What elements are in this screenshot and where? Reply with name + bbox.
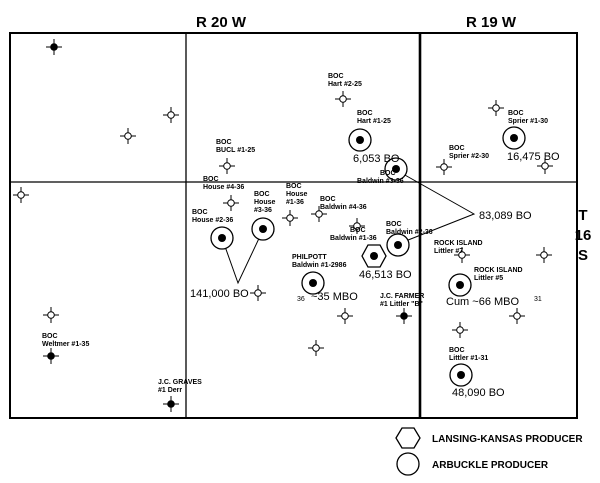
township-t: T: [578, 207, 587, 224]
dry-hole-icon: [349, 218, 365, 234]
dry-hole-icon: [163, 396, 179, 412]
arbuckle-producer-icon: [210, 226, 234, 250]
legend-arbuckle-label: ARBUCKLE PRODUCER: [432, 460, 549, 471]
production-label: Cum ~66 MBO: [446, 296, 519, 308]
production-label: ~35 MBO: [311, 291, 358, 303]
range-header-r19w: R 19 W: [466, 14, 517, 31]
well-label: J.C. FARMER#1 Littler "B": [380, 293, 424, 308]
production-label: 83,089 BO: [479, 210, 532, 222]
dry-hole-icon: [46, 39, 62, 55]
dry-hole-icon: [250, 285, 266, 301]
arbuckle-producer-icon: [449, 363, 473, 387]
range-header-r20w: R 20 W: [196, 14, 247, 31]
dry-hole-icon: [537, 158, 553, 174]
map-frame: [9, 32, 578, 419]
dry-hole-icon: [509, 308, 525, 324]
section-number: 31: [534, 296, 542, 303]
legend-hexagon-icon: [395, 427, 421, 449]
dry-hole-icon: [396, 308, 412, 324]
arbuckle-producer-icon: [448, 273, 472, 297]
production-label: 48,090 BO: [452, 387, 505, 399]
dry-hole-icon: [536, 247, 552, 263]
connector-83089: [395, 169, 476, 245]
arbuckle-producer-icon: [348, 128, 372, 152]
legend: LANSING-KANSAS PRODUCER ARBUCKLE PRODUCE…: [395, 427, 583, 476]
dry-hole-icon: [43, 348, 59, 364]
arbuckle-producer-icon: [386, 233, 410, 257]
dry-hole-icon: [163, 107, 179, 123]
connector-lines: [221, 169, 476, 285]
dry-hole-icon: [120, 128, 136, 144]
dry-hole-icon: [282, 210, 298, 226]
township-number: 16: [575, 227, 592, 244]
section-number: 36: [297, 296, 305, 303]
dry-hole-icon: [223, 195, 239, 211]
well-label: J.C. GRAVES#1 Derr: [158, 379, 202, 394]
legend-lansing-label: LANSING-KANSAS PRODUCER: [432, 434, 583, 445]
dry-hole-icon: [308, 340, 324, 356]
legend-circle-icon: [396, 452, 420, 476]
lansing-kansas-producer-icon: [361, 244, 387, 268]
dry-hole-icon: [43, 307, 59, 323]
dry-hole-icon: [452, 322, 468, 338]
dry-hole-icon: [436, 159, 452, 175]
production-label: 46,513 BO: [359, 269, 412, 281]
production-label: 16,475 BO: [507, 151, 560, 163]
connector-141000: [221, 231, 263, 285]
dry-hole-icon: [13, 187, 29, 203]
production-label: 141,000 BO: [190, 288, 249, 300]
dry-holes: [13, 39, 553, 412]
township-label: T 16 S: [575, 207, 592, 264]
production-values: 6,053 BO 16,475 BO 83,089 BO 141,000 BO …: [190, 151, 560, 399]
arbuckle-producer-icon: [502, 126, 526, 150]
dry-hole-icon: [335, 91, 351, 107]
dry-hole-icon: [488, 100, 504, 116]
production-label: 6,053 BO: [353, 153, 400, 165]
arbuckle-producer-icon: [301, 271, 325, 295]
arbuckle-producers: [210, 126, 526, 387]
section-grid: [9, 32, 578, 419]
arbuckle-producer-icon: [251, 217, 275, 241]
dry-hole-icon: [337, 308, 353, 324]
dry-hole-icon: [311, 206, 327, 222]
arbuckle-producer-icon: [384, 157, 408, 181]
township-s: S: [578, 247, 588, 264]
dry-hole-icon: [219, 158, 235, 174]
dry-hole-icon: [454, 247, 470, 263]
